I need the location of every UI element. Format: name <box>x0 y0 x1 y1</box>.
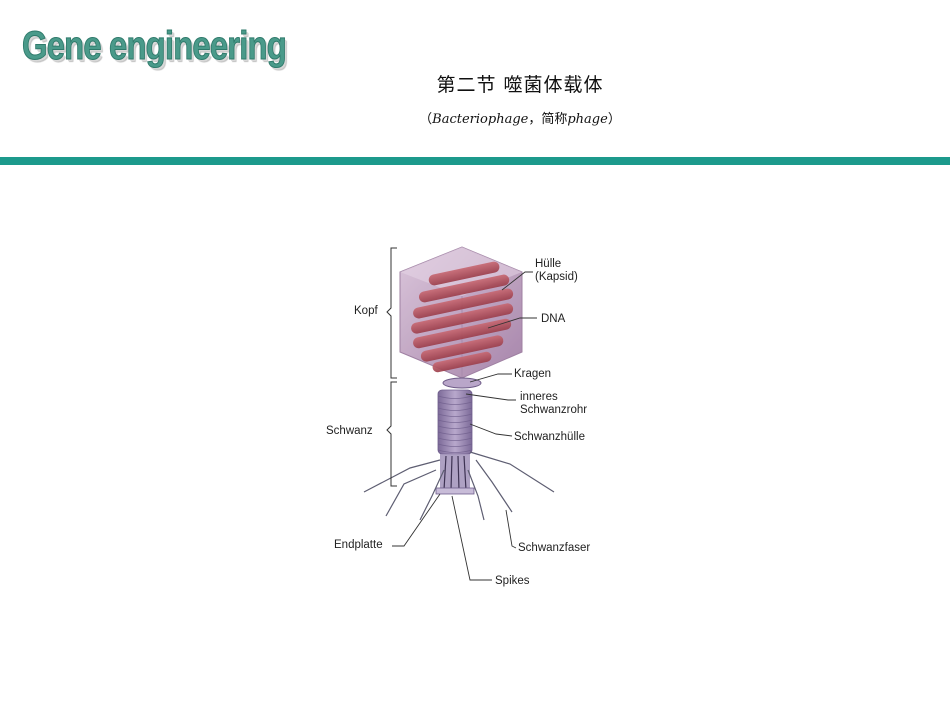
tail-sheath <box>437 389 473 455</box>
subtitle-latin: Bacteriophage <box>432 112 529 127</box>
label-huelle: Hülle <box>535 258 561 270</box>
label-schwanzfaser: Schwanzfaser <box>518 542 590 554</box>
label-schwanzrohr: Schwanzrohr <box>520 404 587 416</box>
subtitle-short: phage <box>567 112 608 127</box>
tail-fibers <box>363 451 555 521</box>
dna-coils <box>411 261 514 373</box>
slide-subtitle: （Bacteriophage，简称phage） <box>0 108 950 127</box>
leader-lines <box>392 271 537 581</box>
label-kopf: Kopf <box>354 305 378 317</box>
baseplate <box>435 454 475 495</box>
label-kapsid: (Kapsid) <box>535 271 578 283</box>
bracket-kopf <box>386 247 397 379</box>
label-inneres: inneres <box>520 391 558 403</box>
logo-gene-engineering: Gene engineering <box>22 24 288 69</box>
slide-title: 第二节 噬菌体载体 <box>436 74 604 96</box>
header-divider <box>0 157 950 165</box>
label-schwanzhuelle: Schwanzhülle <box>514 431 585 443</box>
label-endplatte: Endplatte <box>334 539 383 551</box>
subtitle-open-paren: （ <box>419 112 433 127</box>
collar <box>442 377 482 389</box>
label-kragen: Kragen <box>514 368 551 380</box>
bracket-schwanz <box>386 381 397 487</box>
label-dna: DNA <box>541 313 566 325</box>
subtitle-middle: ，简称 <box>528 112 568 127</box>
label-spikes: Spikes <box>495 575 530 587</box>
subtitle-close-paren: ） <box>607 112 621 127</box>
label-schwanz: Schwanz <box>326 425 373 437</box>
